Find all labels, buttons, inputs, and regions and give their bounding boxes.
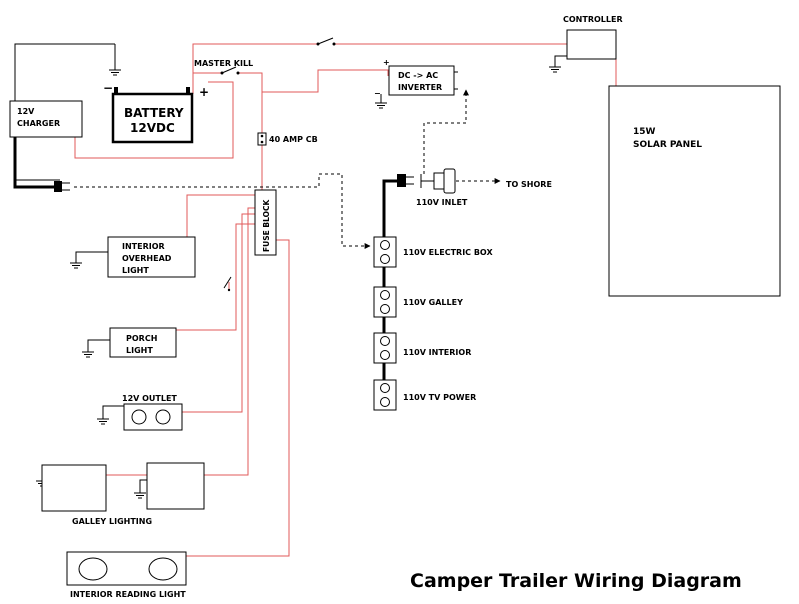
battery-box <box>111 92 194 144</box>
charger-plug <box>54 181 70 192</box>
tv-outlet-label: 110V TV POWER <box>403 393 476 402</box>
overhead-light-label-2: OVERHEAD <box>122 254 172 263</box>
to-shore-label: TO SHORE <box>506 180 552 189</box>
solar-panel-label-2: SOLAR PANEL <box>633 140 702 150</box>
battery-positive-sign: + <box>199 85 209 99</box>
outlet-interior <box>373 332 397 364</box>
circuit-breaker <box>257 132 267 146</box>
diagram-title: Camper Trailer Wiring Diagram <box>410 570 742 592</box>
controller-box <box>566 29 617 60</box>
outlet-galley <box>373 286 397 318</box>
overhead-light-box <box>107 236 196 278</box>
outlet-12v <box>123 403 183 431</box>
ground-and-ac-wires <box>13 43 567 488</box>
charger-label-1: 12V <box>17 107 35 116</box>
inverter-label-1: DC -> AC <box>398 71 438 80</box>
controller-label: CONTROLLER <box>563 15 623 24</box>
inverter-box <box>388 65 455 96</box>
galley-light-1 <box>41 464 107 512</box>
overhead-light-label-1: INTERIOR <box>122 242 165 251</box>
charger-box <box>9 100 83 138</box>
battery-label-1: BATTERY <box>124 106 184 120</box>
reading-light <box>66 551 187 586</box>
galley-outlet-label: 110V GALLEY <box>403 298 463 307</box>
porch-light-label-2: LIGHT <box>126 346 153 355</box>
battery-label-2: 12VDC <box>130 121 175 135</box>
solar-panel <box>608 85 781 297</box>
galley-light-2 <box>146 462 205 510</box>
reading-light-label: INTERIOR READING LIGHT <box>70 590 186 599</box>
master-kill-label: MASTER KILL <box>194 59 253 68</box>
shore-plug <box>397 174 414 187</box>
inverter-label-2: INVERTER <box>398 83 442 92</box>
outlet-12v-label: 12V OUTLET <box>122 394 177 403</box>
battery-negative-sign: − <box>103 81 113 95</box>
master-kill-switch <box>220 66 240 75</box>
charger-label-2: CHARGER <box>17 119 60 128</box>
outlet-electric-box <box>373 236 397 268</box>
fuse-block-label: FUSE BLOCK <box>262 199 271 252</box>
electric-box-label: 110V ELECTRIC BOX <box>403 248 493 257</box>
solar-panel-label-1: 15W <box>633 127 656 137</box>
porch-light-label-1: PORCH <box>126 334 157 343</box>
inverter-positive-sign: + <box>383 58 390 67</box>
galley-lighting-label: GALLEY LIGHTING <box>72 517 152 526</box>
fuse-block <box>254 189 277 256</box>
positive-wires <box>74 43 617 557</box>
overhead-light-label-3: LIGHT <box>122 266 149 275</box>
porch-light-box <box>109 327 177 358</box>
circuit-breaker-label: 40 AMP CB <box>269 135 318 144</box>
interior-outlet-label: 110V INTERIOR <box>403 348 471 357</box>
inlet-label: 110V INLET <box>416 198 468 207</box>
inverter-negative-sign: − <box>374 89 381 98</box>
porch-light-switch <box>223 276 232 292</box>
inlet-socket <box>420 168 456 194</box>
solar-switch <box>316 37 336 46</box>
outlet-tv <box>373 379 397 411</box>
